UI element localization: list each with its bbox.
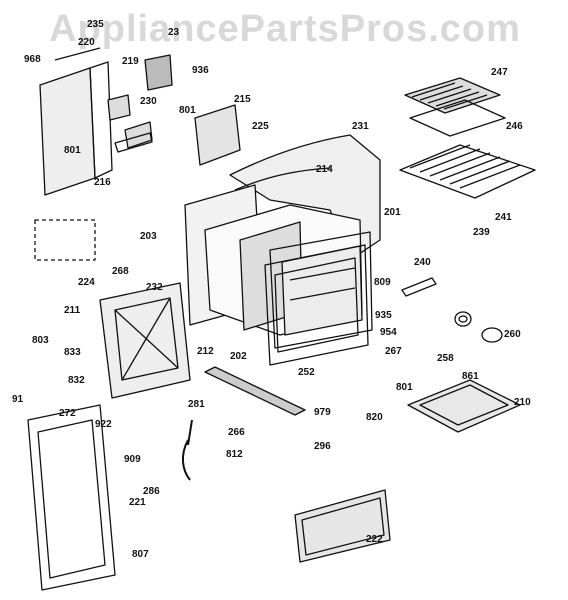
part-label: 258 [437,353,454,364]
part-label: 219 [122,56,139,67]
part-label: 23 [168,27,180,38]
detail-box [34,219,96,261]
part-label: 230 [140,96,157,107]
part-label: 220 [78,37,95,48]
part-label: 210 [514,397,531,408]
part-label: 214 [316,164,333,175]
part-label: 935 [375,310,392,321]
part-label: 803 [32,335,49,346]
outer-door-part [27,404,116,591]
front-frame-part [264,244,369,366]
part-label: 268 [112,266,129,277]
part-label: 252 [298,367,315,378]
oven-body-part [184,184,373,349]
part-label: 296 [314,441,331,452]
part-label: 203 [140,231,157,242]
part-label: 202 [230,351,247,362]
part-label: 909 [124,454,141,465]
part-label: 812 [226,449,243,460]
part-label: 801 [396,382,413,393]
part-label: 91 [12,394,24,405]
side-panel-part [39,47,113,196]
brackets-part [107,54,241,166]
part-label: 286 [143,486,160,497]
part-label: 272 [59,408,76,419]
part-label: 968 [24,54,41,65]
part-label: 216 [94,177,111,188]
part-label: 224 [78,277,95,288]
part-label: 239 [473,227,490,238]
part-label: 225 [252,121,269,132]
part-label: 281 [188,399,205,410]
part-label: 979 [314,407,331,418]
element-part [401,277,437,297]
part-label: 247 [491,67,508,78]
bottom-rail-part [204,366,306,416]
part-label: 221 [129,497,146,508]
part-label: 241 [495,212,512,223]
part-label: 201 [384,207,401,218]
part-label: 922 [95,419,112,430]
part-label: 801 [179,105,196,116]
part-label: 954 [380,327,397,338]
bottom-tray-part [407,379,521,433]
part-label: 807 [132,549,149,560]
part-label: 240 [414,257,431,268]
part-label: 215 [234,94,251,105]
part-label: 211 [64,305,81,316]
part-label: 936 [192,65,209,76]
part-label: 260 [504,329,521,340]
broiler-pan-part [404,77,506,137]
part-label: 861 [462,371,479,382]
part-label: 232 [146,282,163,293]
part-label: 833 [64,347,81,358]
part-label: 246 [506,121,523,132]
part-label: 235 [87,19,104,30]
handle-part [182,419,193,481]
part-label: 266 [228,427,245,438]
part-label: 820 [366,412,383,423]
part-label: 212 [197,346,214,357]
round-parts [454,311,503,343]
part-label: 267 [385,346,402,357]
part-label: 832 [68,375,85,386]
oven-rack-part [399,144,536,199]
part-label: 222 [366,534,383,545]
part-label: 801 [64,145,81,156]
part-label: 809 [374,277,391,288]
watermark: AppliancePartsPros.com [49,8,521,50]
door-inner-panel-part [99,282,191,399]
drawer-front-part [294,489,391,563]
part-label: 231 [352,121,369,132]
